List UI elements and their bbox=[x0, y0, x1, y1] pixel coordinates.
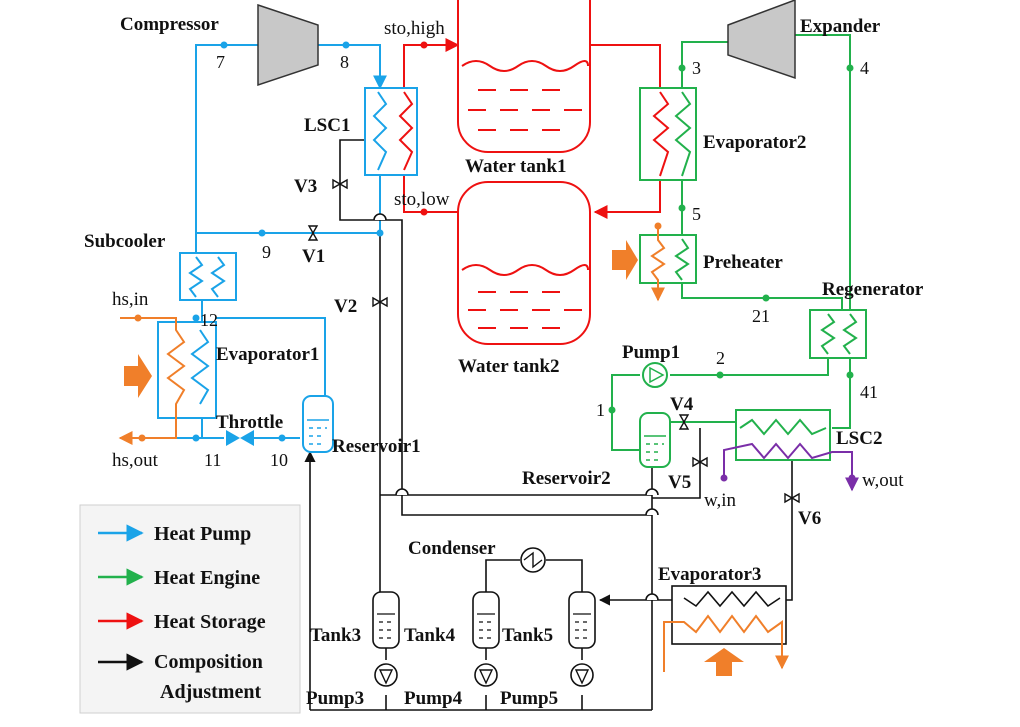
state-point-41: 41 bbox=[860, 382, 878, 402]
expander bbox=[727, 0, 796, 80]
reservoir1 bbox=[302, 395, 334, 453]
pump1 bbox=[642, 362, 668, 388]
state-point-9: 9 bbox=[262, 242, 271, 262]
tank3-label: Tank3 bbox=[310, 625, 361, 646]
stream-w-out-label: w,out bbox=[862, 470, 904, 491]
state-point-21: 21 bbox=[752, 306, 770, 326]
pump1-label: Pump1 bbox=[622, 342, 680, 363]
lsc2-exchanger bbox=[723, 409, 859, 492]
valve-v2-label: V2 bbox=[334, 296, 357, 317]
pump5 bbox=[570, 663, 594, 687]
throttle-label: Throttle bbox=[216, 412, 283, 433]
evaporator1-exchanger bbox=[118, 317, 217, 445]
legend: Heat Pump Heat Engine Heat Storage Compo… bbox=[79, 504, 301, 714]
water-tank2 bbox=[457, 181, 591, 345]
evaporator2-label: Evaporator2 bbox=[703, 132, 806, 153]
legend-heat-engine: Heat Engine bbox=[154, 567, 260, 589]
pump4 bbox=[474, 663, 498, 687]
condenser bbox=[520, 547, 546, 573]
valve-v3-label: V3 bbox=[294, 176, 317, 197]
preheater-label: Preheater bbox=[703, 252, 783, 273]
state-point-5: 5 bbox=[692, 204, 701, 224]
stream-sto-low-label: sto,low bbox=[394, 189, 450, 210]
state-point-1: 1 bbox=[596, 400, 605, 420]
tank4 bbox=[472, 591, 500, 649]
regenerator-label: Regenerator bbox=[822, 279, 924, 300]
tank5-label: Tank5 bbox=[502, 625, 553, 646]
valve-v5 bbox=[692, 456, 708, 468]
throttle-valve bbox=[226, 430, 254, 446]
legend-heat-pump: Heat Pump bbox=[154, 523, 251, 545]
pump5-label: Pump5 bbox=[500, 688, 558, 709]
legend-heat-storage: Heat Storage bbox=[154, 611, 266, 633]
valve-v4 bbox=[678, 414, 690, 430]
stream-hs-out-label: hs,out bbox=[112, 450, 159, 471]
state-point-dots bbox=[134, 41, 856, 482]
state-point-7: 7 bbox=[216, 52, 225, 72]
preheater-exchanger bbox=[612, 224, 697, 302]
state-point-4: 4 bbox=[860, 58, 869, 78]
lsc1-exchanger bbox=[364, 87, 418, 176]
tank5 bbox=[568, 591, 596, 649]
legend-composition-line2: Adjustment bbox=[160, 681, 261, 703]
water-tank1-label: Water tank1 bbox=[465, 156, 567, 177]
lsc1-label: LSC1 bbox=[304, 115, 350, 136]
reservoir2 bbox=[639, 412, 671, 468]
reservoir1-label: Reservoir1 bbox=[332, 436, 421, 457]
valve-v2 bbox=[372, 296, 388, 308]
tank3 bbox=[372, 591, 400, 649]
legend-composition-line1: Composition bbox=[154, 651, 263, 673]
stream-sto-high-label: sto,high bbox=[384, 18, 445, 39]
subcooler-exchanger bbox=[179, 252, 237, 301]
compressor-label: Compressor bbox=[120, 14, 219, 35]
regenerator-exchanger bbox=[809, 309, 867, 359]
evaporator3-exchanger bbox=[663, 585, 789, 676]
valve-v3 bbox=[332, 178, 348, 190]
composition-loop bbox=[304, 139, 793, 711]
subcooler-label: Subcooler bbox=[84, 231, 166, 252]
valve-v6-label: V6 bbox=[798, 508, 821, 529]
water-tank2-label: Water tank2 bbox=[458, 356, 560, 377]
state-point-12: 12 bbox=[200, 310, 218, 330]
state-point-10: 10 bbox=[270, 450, 288, 470]
valve-v4-label: V4 bbox=[670, 394, 694, 415]
tank4-label: Tank4 bbox=[404, 625, 456, 646]
valve-v6 bbox=[784, 492, 800, 504]
valve-v5-label: V5 bbox=[668, 472, 691, 493]
lsc2-label: LSC2 bbox=[836, 428, 882, 449]
evaporator1-label: Evaporator1 bbox=[216, 344, 319, 365]
state-point-8: 8 bbox=[340, 52, 349, 72]
state-point-3: 3 bbox=[692, 58, 701, 78]
pump4-label: Pump4 bbox=[404, 688, 463, 709]
state-point-2: 2 bbox=[716, 348, 725, 368]
reservoir2-label: Reservoir2 bbox=[522, 468, 611, 489]
crossing-hops bbox=[373, 213, 659, 601]
pump3-label: Pump3 bbox=[306, 688, 364, 709]
heat-storage-loop bbox=[403, 38, 661, 219]
water-tank1 bbox=[457, 0, 591, 153]
valve-v1 bbox=[307, 225, 319, 241]
stream-hs-in-label: hs,in bbox=[112, 289, 149, 310]
stream-w-in-label: w,in bbox=[704, 490, 737, 511]
pump3 bbox=[374, 663, 398, 687]
state-point-11: 11 bbox=[204, 450, 221, 470]
condenser-label: Condenser bbox=[408, 538, 496, 559]
expander-label: Expander bbox=[800, 16, 881, 37]
valve-v1-label: V1 bbox=[302, 246, 325, 267]
evaporator3-label: Evaporator3 bbox=[658, 564, 761, 585]
compressor bbox=[257, 3, 319, 87]
evaporator2-exchanger bbox=[639, 87, 697, 181]
